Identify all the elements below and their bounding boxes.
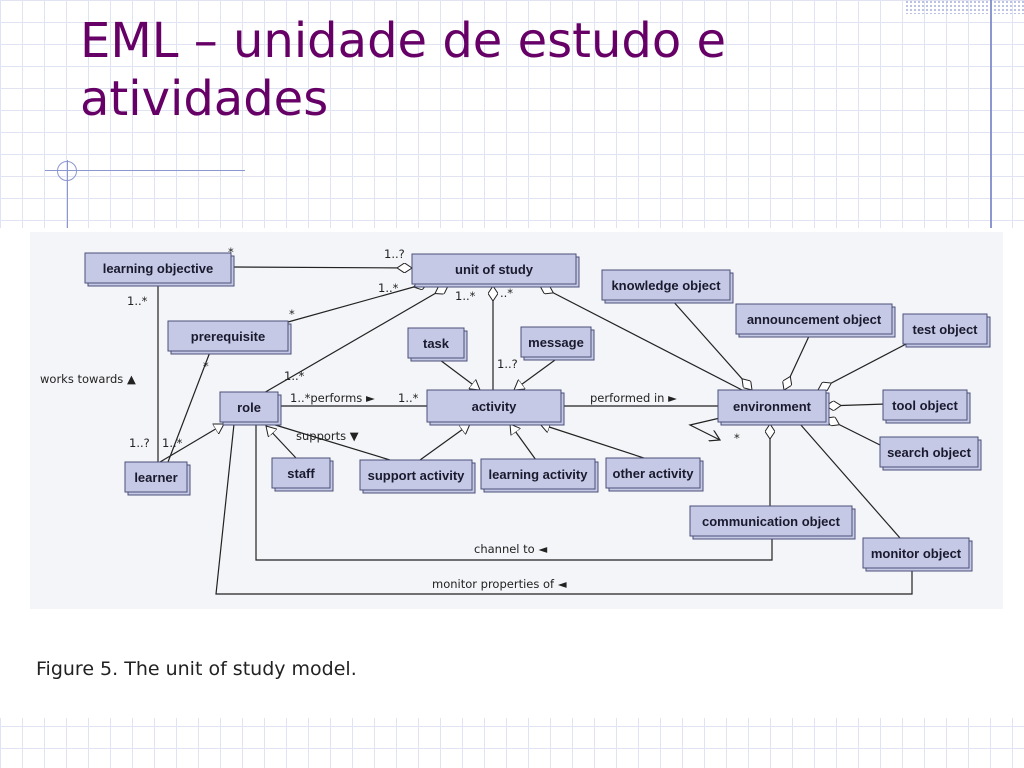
svg-text:learning objective: learning objective <box>103 261 214 276</box>
svg-text:support activity: support activity <box>368 468 466 483</box>
svg-text:communication object: communication object <box>702 514 841 529</box>
box-other-activity: other activity <box>605 457 704 492</box>
line-tool-env <box>826 404 887 406</box>
box-unit-of-study: unit of study <box>411 253 580 288</box>
label-monitor-properties: monitor properties of ◄ <box>432 577 567 591</box>
figure-caption: Figure 5. The unit of study model. <box>36 658 357 680</box>
mult-prereq-below: * <box>203 359 209 373</box>
line-env-self <box>688 417 720 440</box>
mult-unit-middle-2: ..* <box>500 286 513 300</box>
frame-crosshair-circle <box>57 161 77 181</box>
mult-learner-2: 1..* <box>162 436 183 450</box>
line-environment-unit <box>540 286 743 391</box>
svg-text:learner: learner <box>134 470 177 485</box>
label-supports: supports ▼ <box>296 429 359 443</box>
mult-objective-star: * <box>228 245 234 259</box>
box-role: role <box>219 391 282 426</box>
mult-objective-learner: 1..* <box>127 294 148 308</box>
line-test-env <box>818 341 911 390</box>
label-performed-in: performed in ► <box>590 391 677 405</box>
label-performs-mult: 1..* <box>398 391 419 405</box>
svg-text:learning activity: learning activity <box>489 467 589 482</box>
svg-text:test object: test object <box>912 322 978 337</box>
svg-text:other activity: other activity <box>613 466 695 481</box>
mult-unit-left: 1..* <box>378 281 399 295</box>
svg-text:monitor object: monitor object <box>871 546 962 561</box>
dotted-pattern <box>905 0 1024 14</box>
line-search-env <box>826 418 881 446</box>
label-works-towards: works towards ▲ <box>40 372 136 386</box>
box-learning-activity: learning activity <box>480 458 599 493</box>
box-test-object: test object <box>902 313 991 348</box>
line-learner-role <box>159 424 224 463</box>
line-announce-env <box>784 333 811 390</box>
svg-text:search object: search object <box>887 445 971 460</box>
svg-text:activity: activity <box>472 399 518 414</box>
svg-text:environment: environment <box>733 399 812 414</box>
svg-text:role: role <box>237 400 261 415</box>
svg-text:unit of study: unit of study <box>455 262 534 277</box>
svg-text:staff: staff <box>287 466 315 481</box>
box-communication-object: communication object <box>689 505 856 540</box>
connectors <box>157 267 913 595</box>
slide-title: EML – unidade de estudo e atividades <box>80 12 960 128</box>
box-monitor-object: monitor object <box>862 537 973 572</box>
label-channel-to: channel to ◄ <box>474 542 547 556</box>
title-line-1: EML – unidade de estudo e <box>80 13 726 69</box>
svg-text:task: task <box>423 336 450 351</box>
mult-role-top: 1..* <box>284 369 305 383</box>
box-message: message <box>520 326 595 361</box>
mult-environment-star: * <box>734 431 740 445</box>
svg-text:message: message <box>528 335 584 350</box>
line-task-activity <box>439 359 480 390</box>
line-objective-unit <box>231 267 412 268</box>
line-knowledge-env <box>671 299 752 390</box>
line-learning-activity <box>510 424 537 461</box>
frame-vertical-line <box>990 0 992 228</box>
line-role-support <box>271 423 391 461</box>
frame-crosshair-vertical <box>67 160 68 228</box>
line-staff-role <box>266 426 297 459</box>
box-learner: learner <box>124 461 191 496</box>
box-staff: staff <box>271 457 334 492</box>
mult-activity-top: 1..? <box>497 357 518 371</box>
line-message-activity <box>514 359 556 390</box>
label-performs: 1..*performs ► <box>290 391 375 405</box>
mult-prereq-star: * <box>289 307 295 321</box>
mult-unit-middle-1: 1..* <box>455 289 476 303</box>
box-knowledge-object: knowledge object <box>601 269 734 304</box>
box-task: task <box>407 327 468 362</box>
line-other-activity <box>540 424 651 461</box>
mult-learner-1: 1..? <box>129 436 150 450</box>
mult-unit-top: 1..? <box>384 247 405 261</box>
frame-horizontal-line <box>45 170 245 171</box>
line-prereq-learner <box>167 351 211 463</box>
line-prereq-unit <box>287 283 428 323</box>
box-activity: activity <box>426 389 565 426</box>
svg-text:tool object: tool object <box>892 398 958 413</box>
svg-text:announcement object: announcement object <box>747 312 882 327</box>
line-role-unit <box>261 286 448 395</box>
line-channel-to <box>255 424 773 561</box>
line-monitor-env <box>799 423 901 539</box>
box-search-object: search object <box>879 436 982 471</box>
box-announcement-object: announcement object <box>735 303 896 338</box>
box-learning-objective: learning objective <box>84 252 235 287</box>
box-support-activity: support activity <box>359 459 476 494</box>
box-prerequisite: prerequisite <box>167 320 292 355</box>
box-environment: environment <box>717 389 830 426</box>
svg-text:knowledge object: knowledge object <box>611 278 721 293</box>
line-monitor-properties <box>215 423 913 595</box>
title-line-2: atividades <box>80 71 329 127</box>
line-support-activity <box>419 424 470 461</box>
box-tool-object: tool object <box>882 389 971 424</box>
svg-text:prerequisite: prerequisite <box>191 329 265 344</box>
